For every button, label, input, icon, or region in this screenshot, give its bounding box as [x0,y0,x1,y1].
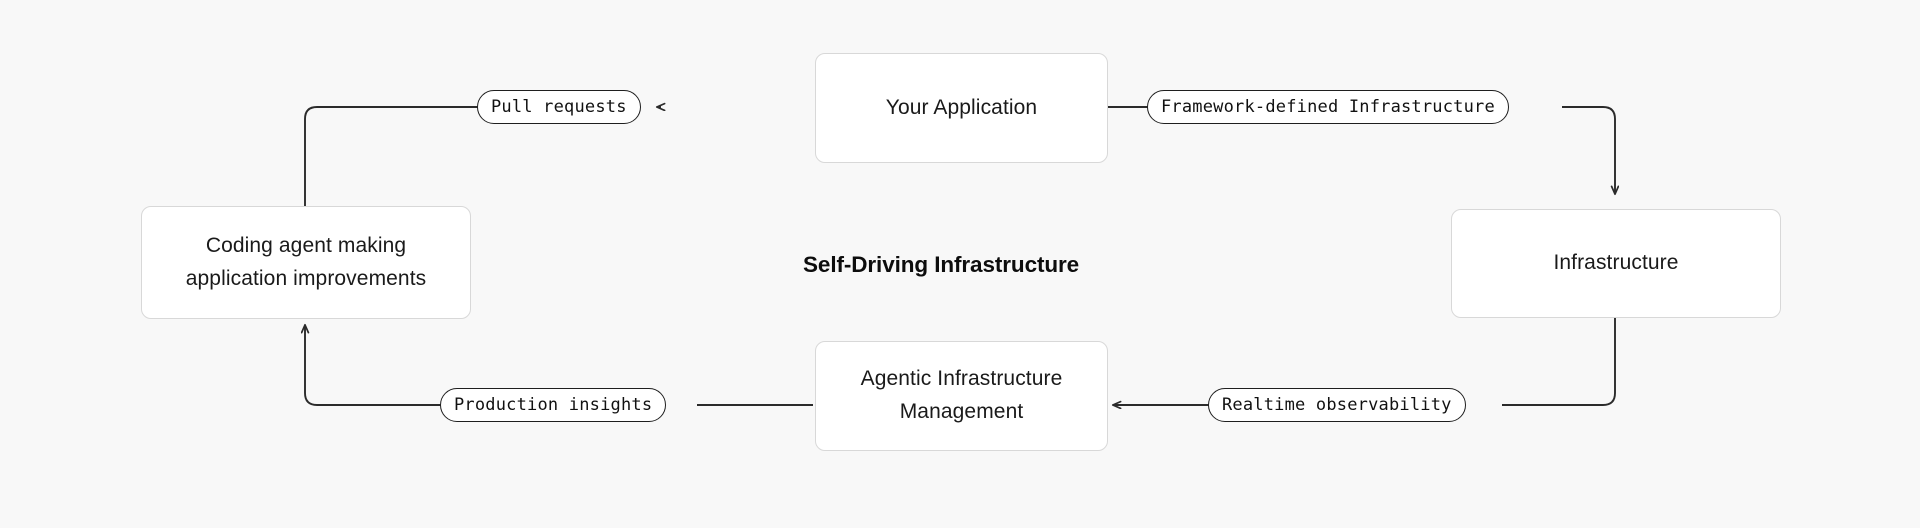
edge-label-pull-requests-text: Pull requests [491,97,627,117]
node-coding-agent-label: Coding agent making application improvem… [185,233,427,290]
edge-infrastructure-to-observability [1502,318,1616,406]
diagram-title: Self-Driving Infrastructure [803,252,1080,277]
edge-framework-to-infrastructure [1562,106,1615,194]
edge-label-framework-defined-infrastructure[interactable]: Framework-defined Infrastructure [1147,90,1509,124]
edge-insights-to-agent [305,325,441,406]
node-coding-agent[interactable]: Coding agent making application improvem… [141,206,471,319]
node-infrastructure[interactable]: Infrastructure [1451,209,1781,318]
edge-agent-to-pullrequests [304,106,478,207]
node-your-application[interactable]: Your Application [815,53,1108,163]
node-infrastructure-label: Infrastructure [1553,251,1679,275]
node-agentic-infrastructure-management-label: Agentic Infrastructure Management [860,367,1063,423]
node-your-application-label: Your Application [885,95,1038,119]
node-agentic-infrastructure-management[interactable]: Agentic Infrastructure Management [815,341,1108,451]
edge-label-production-insights[interactable]: Production insights [440,388,667,422]
edge-label-realtime-observability-text: Realtime observability [1222,395,1452,415]
edge-label-framework-defined-infrastructure-text: Framework-defined Infrastructure [1161,97,1495,117]
edge-label-realtime-observability[interactable]: Realtime observability [1208,388,1466,422]
edge-label-pull-requests[interactable]: Pull requests [477,90,641,124]
edge-label-production-insights-text: Production insights [454,395,653,415]
